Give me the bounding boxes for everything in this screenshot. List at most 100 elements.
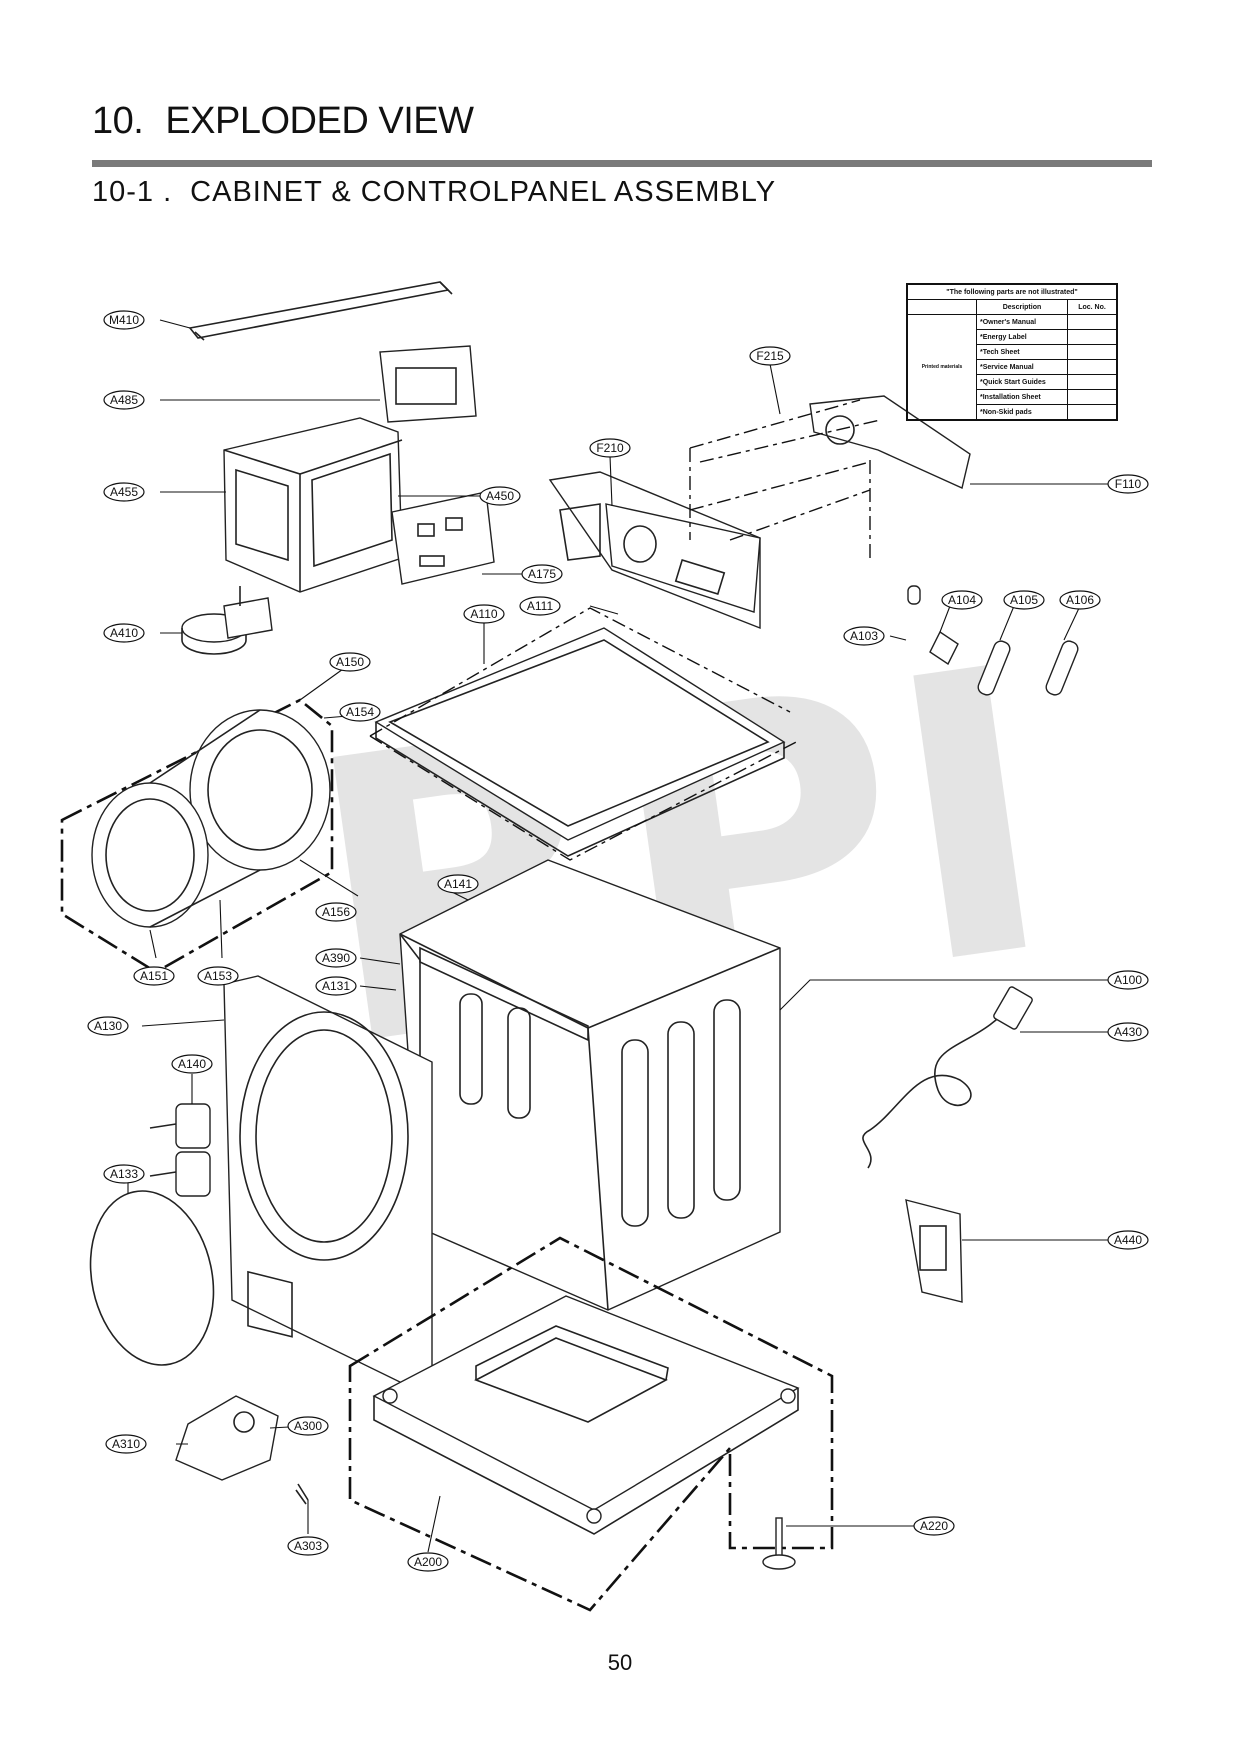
section-title: EXPLODED VIEW xyxy=(165,100,474,142)
pump-cover-part xyxy=(175,1395,309,1505)
svg-text:A131: A131 xyxy=(322,979,350,993)
base-part xyxy=(348,1236,834,1612)
table-row: *Service Manual xyxy=(976,359,1068,375)
table-row: *Non-Skid pads xyxy=(976,404,1068,421)
callout-A175: A175 xyxy=(521,564,563,584)
callout-A133: A133 xyxy=(103,1164,145,1184)
relay-board-part xyxy=(391,491,495,585)
table-row: *Tech Sheet xyxy=(976,344,1068,360)
svg-text:A111: A111 xyxy=(527,599,554,613)
svg-text:A141: A141 xyxy=(444,877,472,891)
callout-A430: A430 xyxy=(1107,1022,1149,1042)
svg-text:F215: F215 xyxy=(756,349,784,363)
svg-text:F110: F110 xyxy=(1115,477,1142,491)
subsection-number: 10-1 . xyxy=(92,176,173,208)
callout-A156: A156 xyxy=(315,902,357,922)
svg-text:A105: A105 xyxy=(1010,593,1038,607)
svg-text:A103: A103 xyxy=(850,629,878,643)
svg-text:A430: A430 xyxy=(1114,1025,1142,1039)
callout-A450: A450 xyxy=(479,486,521,506)
table-row: *Quick Start Guides xyxy=(976,374,1068,390)
callout-A131: A131 xyxy=(315,976,357,996)
callout-F215: F215 xyxy=(749,346,791,366)
heading-rule xyxy=(92,160,1152,167)
svg-text:A220: A220 xyxy=(920,1519,948,1533)
subsection-title: CABINET & CONTROLPANEL ASSEMBLY xyxy=(190,176,777,208)
callout-A110: A110 xyxy=(463,604,505,624)
callout-M410: M410 xyxy=(103,310,145,330)
noise-filter-part xyxy=(905,1199,963,1303)
callout-A390: A390 xyxy=(315,948,357,968)
leader-lines xyxy=(127,319,1108,1553)
callout-A485: A485 xyxy=(103,390,145,410)
callout-A111: A111 xyxy=(519,596,561,616)
callout-A151: A151 xyxy=(133,966,175,986)
page-number: 50 xyxy=(607,1650,633,1675)
callout-A410: A410 xyxy=(103,623,145,643)
callout-A100: A100 xyxy=(1107,970,1149,990)
not-illustrated-parts-table: "The following parts are not illustrated… xyxy=(906,283,1118,421)
subsection-heading: 10-1 . CABINET & CONTROLPANEL ASSEMBLY xyxy=(92,176,776,209)
svg-text:A300: A300 xyxy=(294,1419,322,1433)
svg-text:A154: A154 xyxy=(346,705,374,719)
svg-text:F210: F210 xyxy=(596,441,624,455)
svg-text:A310: A310 xyxy=(112,1437,140,1451)
control-panel-part xyxy=(548,471,761,630)
callout-A440: A440 xyxy=(1107,1230,1149,1250)
svg-text:A110: A110 xyxy=(470,607,497,621)
callout-A103: A103 xyxy=(843,626,885,646)
callout-A200: A200 xyxy=(407,1552,449,1572)
callout-labels: M410 A485 A455 A450 A175 A410 F215 F210 … xyxy=(87,310,1149,1572)
table-row: *Installation Sheet xyxy=(976,389,1068,405)
table-group-label: Printed materials xyxy=(906,314,977,421)
svg-text:A104: A104 xyxy=(948,593,976,607)
callout-F110: F110 xyxy=(1107,474,1149,494)
callout-A150: A150 xyxy=(329,652,371,672)
callout-A153: A153 xyxy=(197,966,239,986)
callout-A220: A220 xyxy=(913,1516,955,1536)
svg-text:A303: A303 xyxy=(294,1539,322,1553)
callout-A303: A303 xyxy=(287,1536,329,1556)
column-loc-no: Loc. No. xyxy=(1067,299,1118,315)
top-bracket-part xyxy=(188,281,453,341)
display-pcb-part xyxy=(379,345,477,423)
door-hinge-part xyxy=(149,1103,211,1197)
svg-text:A200: A200 xyxy=(414,1555,442,1569)
section-heading: 10.EXPLODED VIEW xyxy=(92,100,474,143)
svg-text:A440: A440 xyxy=(1114,1233,1142,1247)
leveling-foot-part xyxy=(762,1517,796,1570)
svg-text:A150: A150 xyxy=(336,655,364,669)
callout-F210: F210 xyxy=(589,438,631,458)
callout-A130: A130 xyxy=(87,1016,129,1036)
svg-text:M410: M410 xyxy=(109,313,139,327)
cabinet-part xyxy=(399,859,781,1311)
svg-text:A156: A156 xyxy=(322,905,350,919)
svg-text:A485: A485 xyxy=(110,393,138,407)
power-cord-part xyxy=(862,986,1033,1169)
svg-text:A106: A106 xyxy=(1066,593,1094,607)
table-row: *Energy Label xyxy=(976,329,1068,345)
callout-A104: A104 xyxy=(941,590,983,610)
svg-text:A153: A153 xyxy=(204,969,232,983)
callout-A455: A455 xyxy=(103,482,145,502)
callout-A140: A140 xyxy=(171,1054,213,1074)
svg-text:A130: A130 xyxy=(94,1019,122,1033)
svg-text:A100: A100 xyxy=(1114,973,1142,987)
dispenser-assembly-part xyxy=(689,395,971,560)
table-row: *Owner's Manual xyxy=(976,314,1068,330)
callout-A154: A154 xyxy=(339,702,381,722)
callout-A300: A300 xyxy=(287,1416,329,1436)
callout-A106: A106 xyxy=(1059,590,1101,610)
svg-text:A455: A455 xyxy=(110,485,138,499)
svg-text:A140: A140 xyxy=(178,1057,206,1071)
svg-text:A390: A390 xyxy=(322,951,350,965)
clamp-ring-part xyxy=(89,1190,215,1366)
callout-A141: A141 xyxy=(437,874,479,894)
svg-text:A133: A133 xyxy=(110,1167,138,1181)
top-cover-part xyxy=(369,607,801,861)
svg-text:A175: A175 xyxy=(528,567,556,581)
pressure-switch-part xyxy=(181,586,273,655)
hinge-parts xyxy=(907,585,1079,696)
drum-boot-part xyxy=(60,698,334,974)
